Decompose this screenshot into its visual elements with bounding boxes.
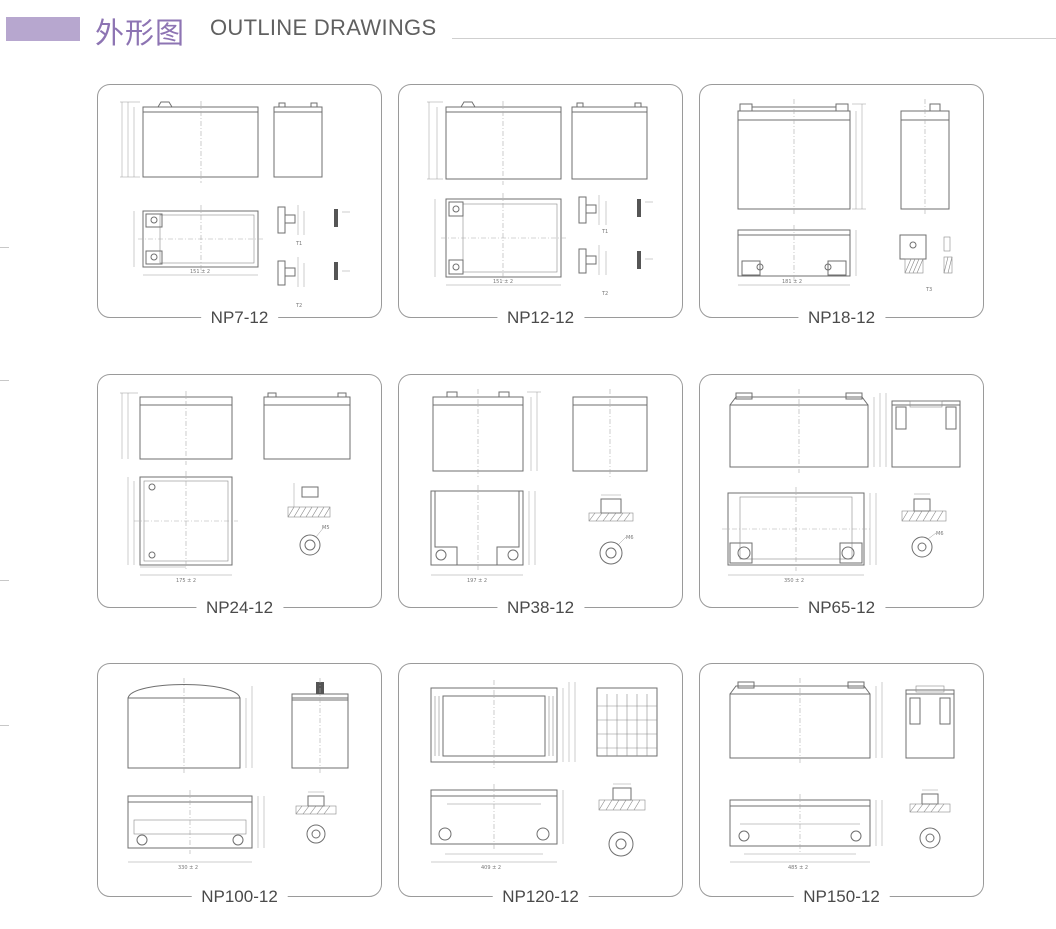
terminal-detail: M6: [588, 494, 634, 565]
side-view: [291, 678, 349, 774]
panel-np150-12: 485 ± 2 NP150-12: [699, 663, 984, 907]
model-label-np38-12: NP38-12: [496, 598, 585, 618]
panel-np7-12: 151 ± 2 T1 T2 NP7-12: [97, 84, 382, 328]
terminal-details: T1 T2: [578, 195, 653, 297]
terminal-t3-label: T3: [925, 287, 932, 293]
top-view: 151 ± 2: [434, 193, 567, 286]
panel-np100-12: 330 ± 2 NP100-12: [97, 663, 382, 907]
terminal-t1-label: T1: [601, 229, 608, 235]
front-view: [737, 99, 866, 215]
model-label-np12-12: NP12-12: [496, 308, 585, 328]
top-view: 330 ± 2: [127, 790, 265, 871]
side-view: [571, 102, 648, 180]
top-view: 175 ± 2: [127, 471, 238, 584]
np24-12-thread-dim: M5: [322, 525, 330, 531]
side-view: [273, 102, 323, 178]
terminal-detail: [909, 789, 951, 849]
model-label-np7-12: NP7-12: [200, 308, 279, 328]
terminal-detail: M6: [901, 493, 947, 558]
top-view: 350 ± 2: [722, 487, 877, 584]
side-view: [891, 400, 961, 468]
front-view: [432, 389, 541, 477]
np150-12-length-dim: 485 ± 2: [788, 865, 808, 871]
np38-12-drawing: 197 ± 2 M6: [430, 389, 648, 584]
header-rule: [452, 38, 1056, 39]
model-label-np100-12: NP100-12: [191, 887, 288, 907]
margin-tick: [0, 247, 9, 248]
panel-np12-12: 151 ± 2 T1 T2 NP12-12: [398, 84, 683, 328]
margin-tick: [0, 580, 9, 581]
front-view: [120, 391, 233, 465]
np24-12-length-dim: 175 ± 2: [176, 578, 196, 584]
terminal-details: T1 T2: [277, 205, 350, 309]
np100-12-length-dim: 330 ± 2: [178, 865, 198, 871]
np65-12-drawing: 350 ± 2 M6: [722, 389, 961, 584]
margin-tick: [0, 380, 9, 381]
side-view: [905, 685, 955, 759]
model-label-np65-12: NP65-12: [797, 598, 886, 618]
panel-np18-12: 181 ± 2 T3 NP18-12: [699, 84, 984, 328]
panel-np38-12: 197 ± 2 M6 NP38-12: [398, 374, 683, 618]
np38-12-thread-dim: M6: [626, 535, 634, 541]
terminal-detail: M5: [287, 483, 331, 556]
terminal-detail: [295, 791, 337, 844]
top-view: 197 ± 2: [430, 485, 536, 584]
side-view: [900, 99, 950, 215]
panel-np65-12: 350 ± 2 M6 NP65-12: [699, 374, 984, 618]
front-view: [427, 101, 562, 185]
front-view: [430, 680, 576, 768]
np65-12-length-dim: 350 ± 2: [784, 578, 804, 584]
margin-tick: [0, 725, 9, 726]
front-view: [127, 678, 253, 774]
top-view: 151 ± 2: [133, 205, 264, 276]
terminal-t2-label: T2: [295, 303, 302, 309]
side-view: [572, 389, 648, 477]
np65-12-thread-dim: M6: [936, 531, 944, 537]
np24-12-drawing: 175 ± 2 M5: [120, 391, 351, 584]
np18-12-length-dim: 181 ± 2: [782, 279, 802, 285]
front-view: [120, 101, 259, 183]
panel-np120-12: 409 ± 2 NP120-12: [398, 663, 683, 907]
page-title-en: OUTLINE DRAWINGS: [210, 15, 437, 40]
model-label-np18-12: NP18-12: [797, 308, 886, 328]
top-view: 409 ± 2: [430, 784, 564, 871]
model-label-np120-12: NP120-12: [492, 887, 589, 907]
np120-12-drawing: 409 ± 2: [430, 680, 658, 871]
np38-12-length-dim: 197 ± 2: [467, 578, 487, 584]
front-view: [729, 678, 883, 764]
terminal-detail: T3: [899, 234, 953, 293]
model-label-np24-12: NP24-12: [195, 598, 284, 618]
np100-12-drawing: 330 ± 2: [127, 678, 349, 871]
side-view: [596, 687, 658, 757]
model-label-np150-12: NP150-12: [793, 887, 890, 907]
side-view: [263, 392, 351, 460]
terminal-t2-label: T2: [601, 291, 608, 297]
page-title-cn: 外形图: [95, 16, 186, 50]
front-view: [729, 389, 887, 473]
np7-12-drawing: 151 ± 2 T1 T2: [120, 101, 350, 309]
np7-12-length-dim: 151 ± 2: [190, 269, 210, 275]
np150-12-drawing: 485 ± 2: [729, 678, 955, 871]
top-view: 485 ± 2: [729, 794, 883, 871]
terminal-detail: [598, 783, 646, 857]
top-view: 181 ± 2: [737, 225, 857, 286]
panel-np24-12: 175 ± 2 M5 NP24-12: [97, 374, 382, 618]
np12-12-drawing: 151 ± 2 T1 T2: [427, 101, 653, 297]
header-accent-bar: [6, 17, 80, 41]
np120-12-length-dim: 409 ± 2: [481, 865, 501, 871]
np12-12-length-dim: 151 ± 2: [493, 279, 513, 285]
terminal-t1-label: T1: [295, 241, 302, 247]
np18-12-drawing: 181 ± 2 T3: [737, 99, 953, 293]
